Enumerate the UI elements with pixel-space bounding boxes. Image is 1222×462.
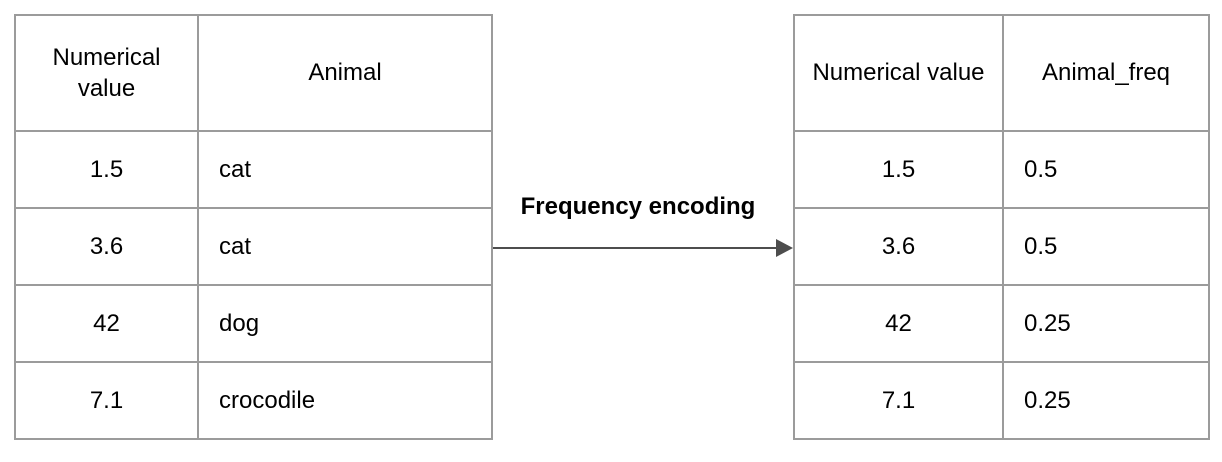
original-table: Numerical value Animal 1.5 cat 3.6 cat 4… (14, 14, 493, 440)
cell-animal-freq: 0.5 (1002, 130, 1210, 209)
table-row: 42 dog (14, 284, 493, 363)
cell-numerical-value: 1.5 (14, 130, 199, 209)
arrow-label: Frequency encoding (520, 193, 756, 220)
cell-numerical-value: 3.6 (14, 207, 199, 286)
cell-numerical-value: 42 (14, 284, 199, 363)
header-cell-numerical-value: Numerical value (793, 14, 1004, 132)
cell-animal-freq: 0.25 (1002, 284, 1210, 363)
cell-animal: crocodile (197, 361, 493, 440)
cell-animal-freq: 0.25 (1002, 361, 1210, 440)
header-cell-animal-freq: Animal_freq (1002, 14, 1210, 132)
cell-numerical-value: 3.6 (793, 207, 1004, 286)
table-row: 7.1 crocodile (14, 361, 493, 440)
table-header-row: Numerical value Animal_freq (793, 14, 1210, 132)
table-row: 7.1 0.25 (793, 361, 1210, 440)
table-row: 1.5 cat (14, 130, 493, 209)
cell-numerical-value: 42 (793, 284, 1004, 363)
cell-animal: cat (197, 130, 493, 209)
table-header-row: Numerical value Animal (14, 14, 493, 132)
table-row: 1.5 0.5 (793, 130, 1210, 209)
header-cell-numerical-value: Numerical value (14, 14, 199, 132)
table-row: 3.6 0.5 (793, 207, 1210, 286)
table-row: 3.6 cat (14, 207, 493, 286)
cell-animal: cat (197, 207, 493, 286)
arrow-right-icon (776, 239, 793, 257)
arrow-line (493, 247, 778, 249)
cell-animal-freq: 0.5 (1002, 207, 1210, 286)
encoded-table: Numerical value Animal_freq 1.5 0.5 3.6 … (793, 14, 1210, 440)
header-cell-animal: Animal (197, 14, 493, 132)
cell-numerical-value: 1.5 (793, 130, 1004, 209)
cell-animal: dog (197, 284, 493, 363)
cell-numerical-value: 7.1 (14, 361, 199, 440)
table-row: 42 0.25 (793, 284, 1210, 363)
cell-numerical-value: 7.1 (793, 361, 1004, 440)
